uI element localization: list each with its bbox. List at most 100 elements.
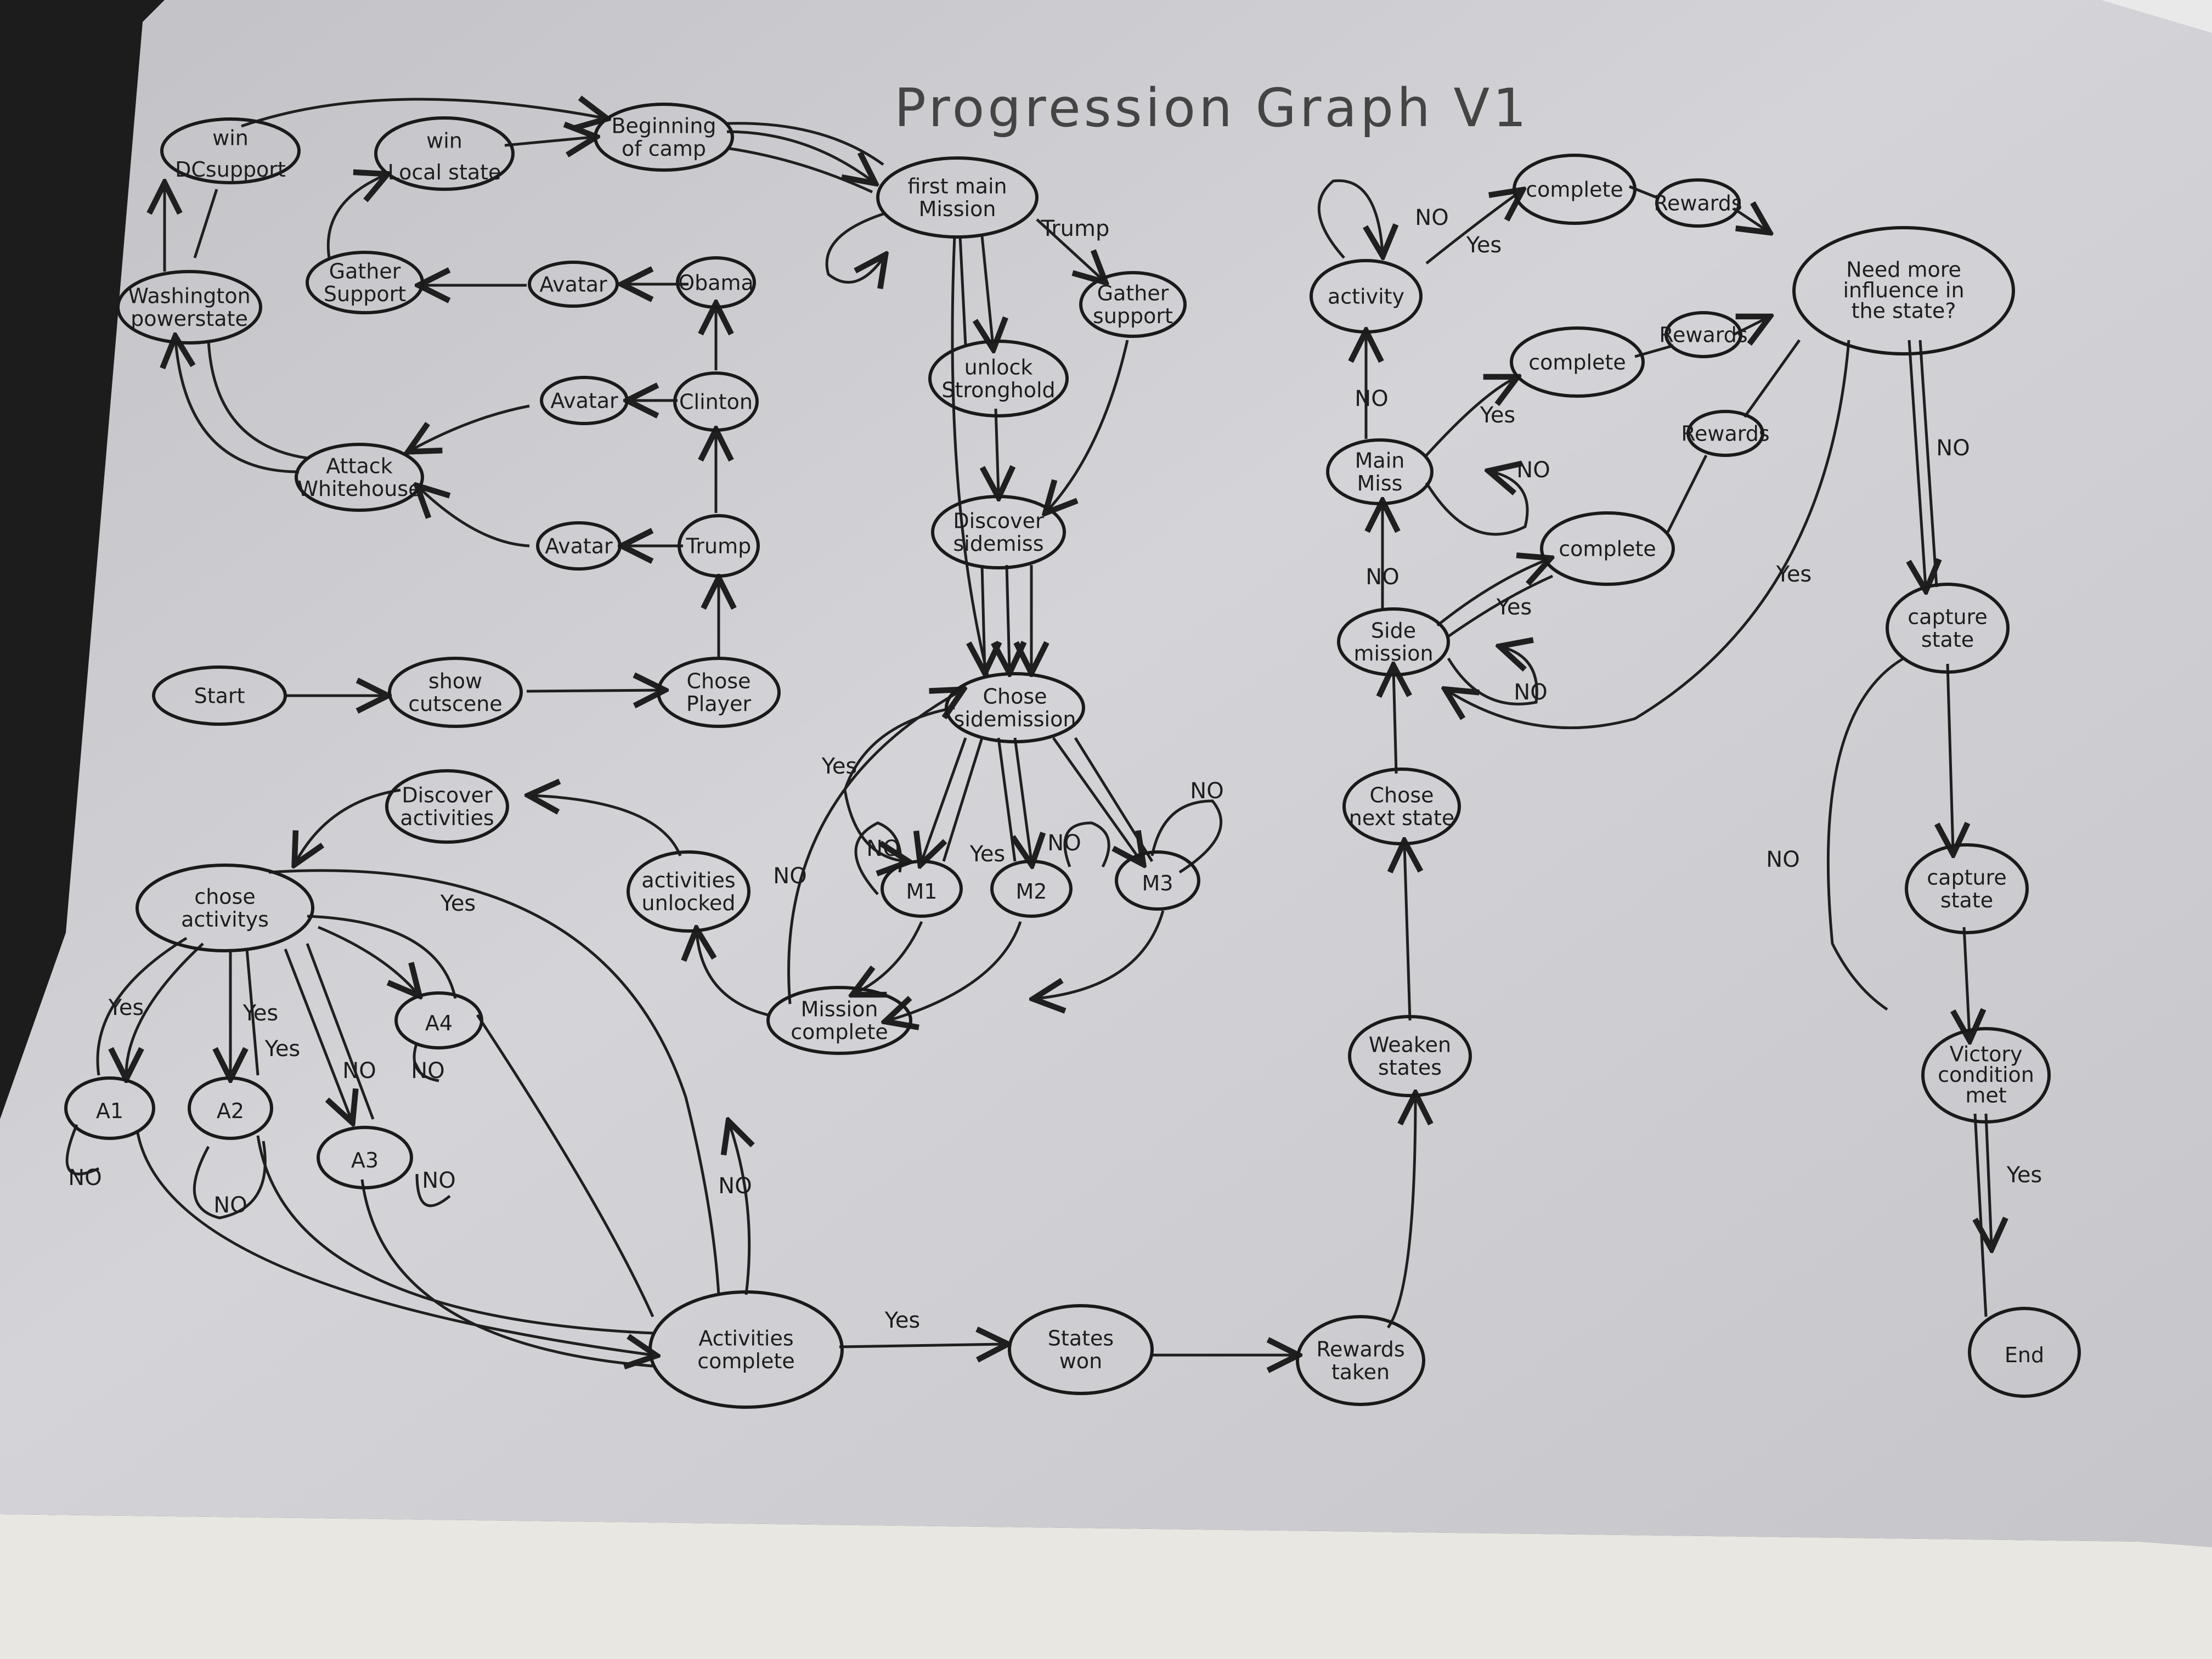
node-label: M2 <box>1016 879 1047 904</box>
edge-activity-loop <box>1317 179 1383 258</box>
node-outline <box>1968 1307 2081 1398</box>
node-label: sidemission <box>954 707 1076 731</box>
edge-victory-end-b <box>1973 1113 1988 1317</box>
node-outline <box>152 665 287 726</box>
edge-m3-complete <box>1037 910 1165 998</box>
edge-a2-actcomplete <box>256 1135 653 1335</box>
node-label: win <box>426 129 462 153</box>
node-label: Chose <box>1369 783 1434 807</box>
node-label: show <box>428 669 482 693</box>
node-label: Need more <box>1846 258 1961 282</box>
edge-label-no-sidemission: NO <box>773 864 806 889</box>
edge-discover-chose-1 <box>982 565 985 669</box>
node-outline <box>990 860 1073 918</box>
edge-firstmain-unlock-b <box>958 235 967 346</box>
node-label: state <box>1940 888 1993 912</box>
edge-attack-washington <box>176 340 300 473</box>
node-label: Start <box>194 684 245 708</box>
node-label: Rewards <box>1681 421 1769 445</box>
node-outline <box>1296 1315 1425 1406</box>
node-label: of camp <box>622 137 706 161</box>
edge-label-no-influence: NO <box>1936 436 1970 461</box>
edge-choseact-a3b <box>306 943 375 1120</box>
node-label: Attack <box>326 454 392 478</box>
edge-unlocked-discover <box>532 795 682 856</box>
edge-unlock-discover <box>996 408 998 494</box>
node-outline <box>116 270 262 345</box>
edge-main-loop <box>1425 472 1529 536</box>
node-outline <box>876 156 1039 239</box>
edge-main-complete-mid <box>1425 379 1514 456</box>
node-label: Chose <box>983 684 1047 708</box>
node-label: first main <box>907 174 1007 198</box>
edge-a4-loop <box>413 1042 439 1082</box>
node-a4: A4 <box>394 991 483 1049</box>
edge-label-trump: Trump <box>1041 216 1110 241</box>
node-label: capture <box>1927 865 2006 889</box>
edge-choseact-a2b <box>245 949 259 1076</box>
node-avatar-clinton: Avatar <box>540 376 629 425</box>
node-label: unlocked <box>641 891 735 915</box>
node-label: Clinton <box>679 390 753 414</box>
node-outline <box>931 495 1066 569</box>
node-outline <box>1905 843 2029 934</box>
edge-label-no-m3: NO <box>1190 778 1223 804</box>
edge-complete-rewards-low <box>1666 454 1708 533</box>
node-rewards-top: Rewards <box>1654 178 1742 228</box>
edge-firstmain-unlock <box>982 235 993 346</box>
edge-choseact-a3 <box>284 949 351 1119</box>
node-complete-mid: complete <box>1510 326 1645 398</box>
node-label: Player <box>686 692 752 716</box>
edge-chose-m3b <box>1074 737 1154 862</box>
node-rewards-mid: Rewards <box>1659 311 1748 358</box>
node-label: Side <box>1371 618 1416 642</box>
edge-firstmain-gather <box>1036 218 1103 280</box>
node-outline <box>627 850 751 933</box>
node-label: Rewards <box>1659 323 1747 347</box>
edge-choseact-a4b <box>307 915 457 999</box>
edge-a3-loop <box>415 1173 451 1207</box>
node-label: Washington <box>128 284 250 308</box>
edge-capture2-victory <box>1964 927 1970 1037</box>
node-label: Gather <box>1097 281 1169 305</box>
node-label: Support <box>324 282 406 306</box>
edge-chose-m3 <box>1052 737 1141 861</box>
node-label: A4 <box>425 1011 453 1035</box>
edge-chose-m2b <box>997 737 1017 862</box>
edge-m1-complete <box>856 921 923 993</box>
node-outline <box>1348 1015 1472 1097</box>
edge-a1-actcomplete <box>136 1130 653 1355</box>
node-label: Mission <box>801 997 878 1021</box>
node-label: won <box>1059 1349 1102 1373</box>
edge-side-loop <box>1447 647 1538 706</box>
node-rewards-low: Rewards <box>1681 410 1770 457</box>
node-avatar-obama: Avatar <box>528 261 619 308</box>
node-outline <box>540 376 629 425</box>
edge-beginning-firstmain-3 <box>726 122 884 166</box>
node-label: unlock <box>964 355 1033 379</box>
edge-label-yes-a1: Yes <box>108 995 144 1020</box>
node-label: M1 <box>906 879 938 904</box>
node-label: Victory <box>1950 1042 2023 1066</box>
node-avatar-trump: Avatar <box>536 521 622 571</box>
node-outline <box>1655 178 1741 228</box>
edge-complete-sidemission-back <box>787 691 960 1005</box>
node-outline <box>536 521 622 571</box>
node-label: chose <box>194 884 255 909</box>
node-complete-low: complete <box>1540 511 1675 586</box>
node-label: win <box>212 126 249 150</box>
edge-choseact-a1b <box>96 936 188 1076</box>
node-label: Miss <box>1357 471 1403 495</box>
node-label: influence in <box>1843 278 1964 302</box>
